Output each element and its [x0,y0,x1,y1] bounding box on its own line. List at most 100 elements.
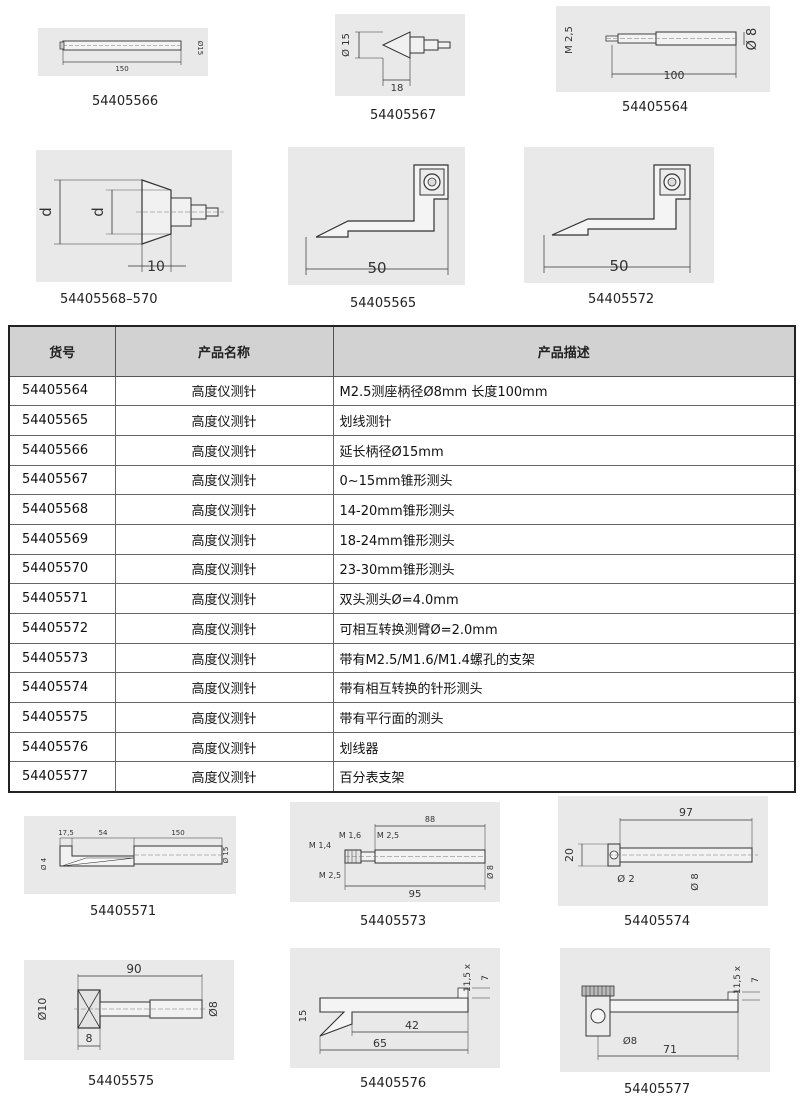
dim-label: 11,5 x [463,963,473,992]
dim-label: Ø 8 [745,28,760,51]
cell-description: 双头测头Ø=4.0mm [332,583,796,614]
part-code-caption: 54405572 [588,292,655,307]
drawing-54405565: 50 [288,147,465,285]
cell-part-code: 54405570 [8,553,116,585]
cell-description: 14-20mm锥形测头 [332,494,796,525]
drawing-54405577: 11,5 x 7 Ø8 71 [560,948,770,1072]
cell-part-code: 54405577 [8,761,116,793]
cell-part-code: 54405568 [8,494,116,525]
cell-part-code: 54405566 [8,434,116,466]
dim-label: 54 [99,829,108,837]
probe-drawing-54405568-570: d d 10 [37,179,224,275]
dim-label: 15 [298,1010,309,1023]
dim-label: Ø 8 [485,865,495,879]
cell-part-code: 54405567 [8,464,116,496]
header-code: 货号 [8,325,116,377]
dim-label: 17,5 [58,829,74,837]
dim-label: 100 [664,69,685,82]
dim-label: d [37,207,55,217]
cell-description: 可相互转换测臂Ø=2.0mm [332,613,796,644]
part-code-caption: 54405576 [360,1076,427,1091]
dim-label: 42 [405,1019,419,1032]
dim-label: 7 [751,977,761,983]
dim-label: 8 [86,1032,93,1045]
header-name: 产品名称 [114,325,334,377]
dim-label: 150 [115,65,128,73]
cell-product-name: 高度仪测针 [114,523,334,555]
drawing-54405572: 50 [524,147,714,283]
dim-label: M 2,5 [564,26,575,54]
part-code-caption: 54405566 [92,94,159,109]
part-code-caption: 54405574 [624,914,691,929]
cell-product-name: 高度仪测针 [114,553,334,585]
dim-label: 71 [663,1043,677,1056]
dim-label: 97 [679,806,693,819]
probe-drawing-54405566: 150 Ø15 [59,40,204,73]
dim-label: M 1,4 [309,841,331,850]
cell-description: 23-30mm锥形测头 [332,553,796,585]
drawing-54405571: 17,5 54 150 Ø 4 Ø 15 [24,816,236,894]
dim-label: 95 [409,889,422,900]
dim-label: Ø 15 [340,33,352,57]
probe-drawing-54405567: Ø 15 18 [340,31,451,94]
header-description: 产品描述 [332,325,796,377]
cell-product-name: 高度仪测针 [114,731,334,763]
dim-label: Ø8 [207,1001,220,1017]
dim-label: 50 [609,257,628,275]
part-code-caption: 54405567 [370,108,437,123]
dim-label: 65 [373,1037,387,1050]
probe-drawing-54405577: 11,5 x 7 Ø8 71 [581,965,761,1060]
part-code-caption: 54405575 [88,1074,155,1089]
dim-label: Ø 4 [40,857,48,870]
cell-description: 延长柄径Ø15mm [332,434,796,466]
dim-label: Ø10 [36,998,49,1021]
dim-label: 150 [171,829,184,837]
dim-label: Ø 8 [689,873,701,890]
cell-description: 带有相互转换的针形测头 [332,672,796,704]
cell-product-name: 高度仪测针 [114,434,334,466]
table-header-row: 货号 产品名称 产品描述 [8,325,796,377]
cell-product-name: 高度仪测针 [114,761,334,793]
drawing-54405573: 88 M 1,6 M 2,5 M 1,4 M 2,5 95 Ø 8 [290,802,500,902]
probe-drawing-54405571: 17,5 54 150 Ø 4 Ø 15 [40,829,230,870]
dim-label: 11,5 x [733,965,743,994]
cell-description: 划线测针 [332,405,796,436]
dim-label: 50 [367,259,386,277]
cell-description: 18-24mm锥形测头 [332,523,796,555]
cell-part-code: 54405576 [8,731,116,763]
cell-description: 百分表支架 [332,761,796,793]
drawing-54405566: 150 Ø15 [38,28,208,76]
cell-product-name: 高度仪测针 [114,613,334,644]
cell-product-name: 高度仪测针 [114,375,334,407]
part-code-caption: 54405565 [350,296,417,311]
cell-part-code: 54405574 [8,672,116,704]
dim-label: M 2,5 [377,831,399,840]
cell-part-code: 54405569 [8,523,116,555]
dim-label: 18 [391,83,404,94]
dim-label: M 1,6 [339,831,361,840]
probe-drawing-54405575: 90 Ø10 8 Ø8 [36,962,220,1050]
cell-product-name: 高度仪测针 [114,405,334,436]
part-code-caption: 54405577 [624,1082,691,1097]
cell-part-code: 54405575 [8,702,116,733]
cell-product-name: 高度仪测针 [114,464,334,496]
dim-label: 10 [147,259,165,275]
dim-label: d [89,207,107,217]
probe-drawing-54405572: 50 [543,164,691,275]
cell-part-code: 54405565 [8,405,116,436]
dim-label: Ø 15 [222,847,230,864]
part-code-caption: 54405564 [622,100,689,115]
dim-label: Ø 2 [617,873,634,885]
drawing-54405576: 11,5 x 7 15 42 65 [290,948,500,1068]
